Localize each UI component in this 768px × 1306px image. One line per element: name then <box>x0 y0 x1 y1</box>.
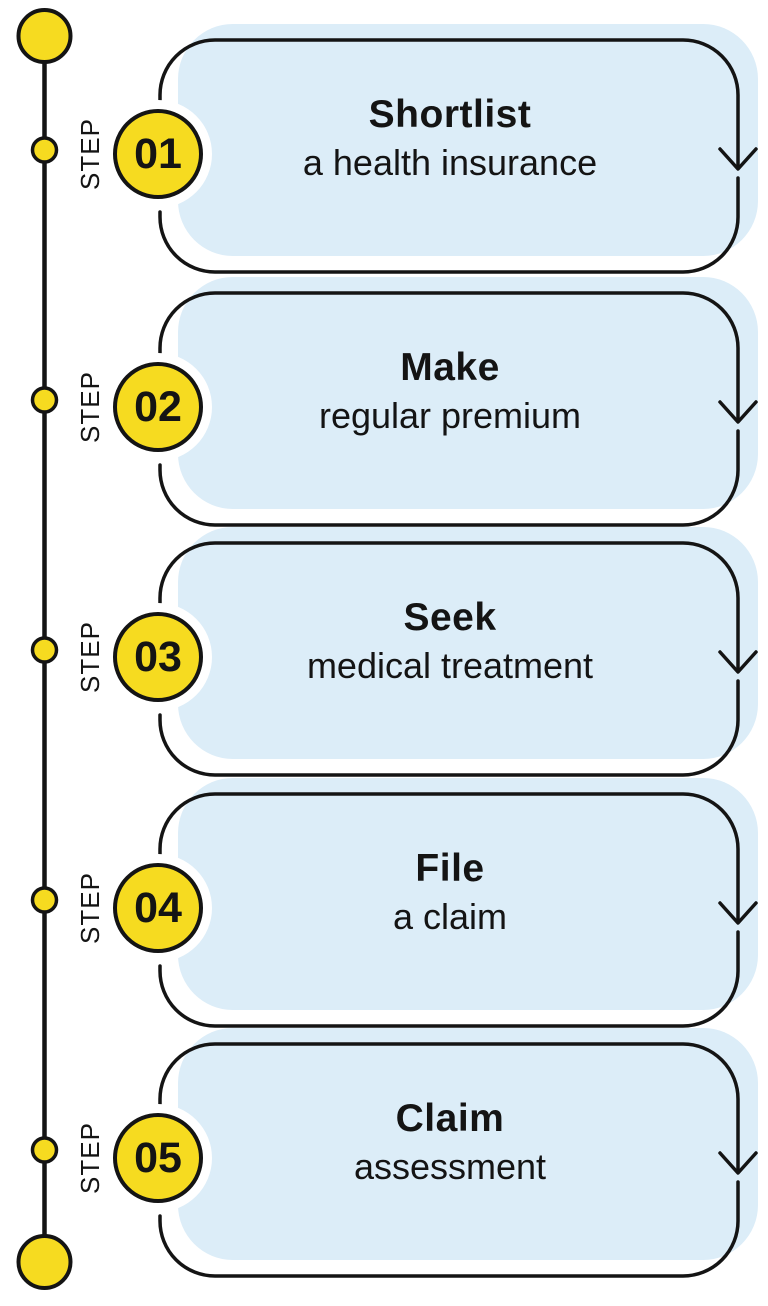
card-background <box>178 1028 758 1260</box>
card-border-top <box>158 291 740 422</box>
card-border-top <box>158 1042 740 1173</box>
timeline-end-node <box>16 1234 73 1290</box>
step-title: Claim <box>395 1097 505 1141</box>
step-card-text: Make regular premium <box>160 293 740 525</box>
timeline-dot <box>30 1136 59 1164</box>
step-card-text: File a claim <box>160 794 740 1026</box>
card-border-bottom <box>158 429 740 527</box>
step-card-text: Seek medical treatment <box>160 543 740 775</box>
step-number-badge: 01 <box>113 109 203 199</box>
card-border-bottom <box>158 176 740 274</box>
step-card <box>158 527 758 777</box>
card-background <box>178 277 758 509</box>
step-title: File <box>415 847 485 891</box>
step-number-badge: 03 <box>113 612 203 702</box>
step-subtitle: a claim <box>392 895 508 937</box>
arrow-down-icon <box>718 147 758 171</box>
step-card <box>158 277 758 527</box>
step-label: STEP <box>74 371 105 443</box>
step-number: 01 <box>134 129 182 178</box>
step-number-badge: 04 <box>113 863 203 953</box>
arrow-down-icon <box>718 1151 758 1175</box>
arrow-down-icon <box>718 650 758 674</box>
card-background <box>178 24 758 256</box>
step-title: Make <box>400 346 500 390</box>
step-title: Seek <box>403 596 497 640</box>
step-subtitle: assessment <box>353 1145 547 1187</box>
step-title: Shortlist <box>368 93 532 137</box>
timeline-dot <box>30 136 59 164</box>
step-card <box>158 778 758 1028</box>
step-number: 04 <box>134 883 182 932</box>
card-border-top <box>158 38 740 169</box>
timeline-start-node <box>16 8 73 64</box>
timeline-dot <box>30 386 59 414</box>
step-label: STEP <box>74 1122 105 1194</box>
step-number: 02 <box>134 382 182 431</box>
step-card <box>158 1028 758 1278</box>
step-card-text: Shortlist a health insurance <box>160 40 740 272</box>
card-border-bottom <box>158 1180 740 1278</box>
card-border-top <box>158 792 740 923</box>
step-number: 03 <box>134 632 182 681</box>
timeline-dot <box>30 636 59 664</box>
step-label: STEP <box>74 118 105 190</box>
step-card-text: Claim assessment <box>160 1044 740 1276</box>
card-border-bottom <box>158 679 740 777</box>
step-subtitle: medical treatment <box>306 644 594 686</box>
arrow-down-icon <box>718 400 758 424</box>
step-number: 05 <box>134 1133 182 1182</box>
step-subtitle: a health insurance <box>302 141 598 183</box>
arrow-down-icon <box>718 901 758 925</box>
card-border-bottom <box>158 930 740 1028</box>
step-number-badge: 05 <box>113 1113 203 1203</box>
step-number-badge: 02 <box>113 362 203 452</box>
card-background <box>178 527 758 759</box>
step-subtitle: regular premium <box>318 394 582 436</box>
card-border-top <box>158 541 740 672</box>
step-label: STEP <box>74 872 105 944</box>
card-background <box>178 778 758 1010</box>
step-card <box>158 24 758 274</box>
timeline-dot <box>30 886 59 914</box>
step-label: STEP <box>74 621 105 693</box>
